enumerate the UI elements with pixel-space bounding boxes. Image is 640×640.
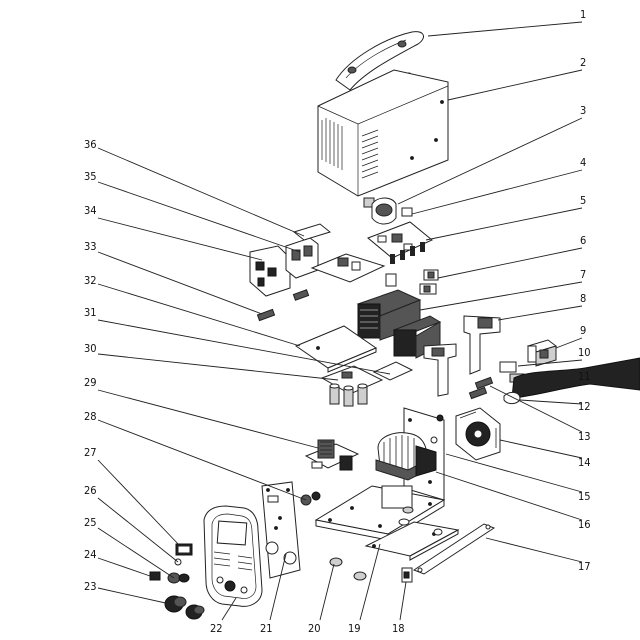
callout-14: 14 <box>578 456 591 469</box>
part-rectifier <box>304 439 360 471</box>
callout-32: 32 <box>84 274 97 287</box>
part-heatsink-upper <box>356 289 422 341</box>
part-sheet <box>372 361 414 381</box>
callout-31: 31 <box>84 306 97 319</box>
part-power-board <box>310 253 397 287</box>
callout-34: 34 <box>84 204 97 217</box>
leader-lines <box>97 21 583 621</box>
callout-28: 28 <box>84 410 97 423</box>
part-knobs <box>164 595 205 620</box>
part-mounting-bracket <box>423 315 501 397</box>
callout-13: 13 <box>578 430 591 443</box>
callout-8: 8 <box>580 292 586 305</box>
callout-4: 4 <box>580 156 586 169</box>
part-bottom-plate <box>364 521 460 561</box>
callout-6: 6 <box>580 234 586 247</box>
callout-5: 5 <box>580 194 586 207</box>
part-front-bezel <box>203 505 263 607</box>
part-label-plate <box>175 543 193 556</box>
callout-33: 33 <box>84 240 97 253</box>
callout-20: 20 <box>308 622 321 635</box>
part-output-sockets <box>300 491 321 506</box>
part-cooling-fan <box>455 407 501 461</box>
callout-29: 29 <box>84 376 97 389</box>
callout-3: 3 <box>580 104 586 117</box>
callout-9: 9 <box>580 324 586 337</box>
callout-1: 1 <box>580 8 586 21</box>
callout-22: 22 <box>210 622 223 635</box>
callout-18: 18 <box>392 622 405 635</box>
callout-15: 15 <box>578 490 591 503</box>
part-housing-cover <box>317 69 449 197</box>
part-capacitor-board <box>320 365 384 407</box>
callout-11: 11 <box>578 370 591 383</box>
part-terminals-and-cable <box>499 357 640 405</box>
part-switch-assembly <box>249 223 332 301</box>
part-heatsink-lower <box>392 315 442 359</box>
callout-23: 23 <box>84 580 97 593</box>
callout-25: 25 <box>84 516 97 529</box>
part-relay <box>363 197 413 225</box>
part-transformer <box>375 432 437 481</box>
callout-19: 19 <box>348 622 361 635</box>
callout-36: 36 <box>84 138 97 151</box>
callout-26: 26 <box>84 484 97 497</box>
part-clip <box>401 567 413 583</box>
callout-30: 30 <box>84 342 97 355</box>
callout-27: 27 <box>84 446 97 459</box>
part-strap <box>412 523 496 575</box>
callout-2: 2 <box>580 56 586 69</box>
part-small-block <box>256 308 276 322</box>
part-front-panel-plate <box>261 481 301 579</box>
callout-16: 16 <box>578 518 591 531</box>
callout-10: 10 <box>578 346 591 359</box>
callout-numbers: 1 2 3 4 5 6 7 8 9 10 11 12 13 14 15 16 1… <box>84 8 591 635</box>
callout-21: 21 <box>260 622 273 635</box>
part-control-board <box>367 221 433 264</box>
callout-7: 7 <box>580 268 586 281</box>
part-connectors <box>419 269 439 295</box>
callout-35: 35 <box>84 170 97 183</box>
part-rubber-feet <box>329 506 414 581</box>
part-switch-indicators <box>149 558 190 584</box>
part-small-bars <box>468 376 494 400</box>
part-module-block <box>526 339 558 367</box>
callout-24: 24 <box>84 548 97 561</box>
callout-17: 17 <box>578 560 591 573</box>
callout-12: 12 <box>578 400 591 413</box>
